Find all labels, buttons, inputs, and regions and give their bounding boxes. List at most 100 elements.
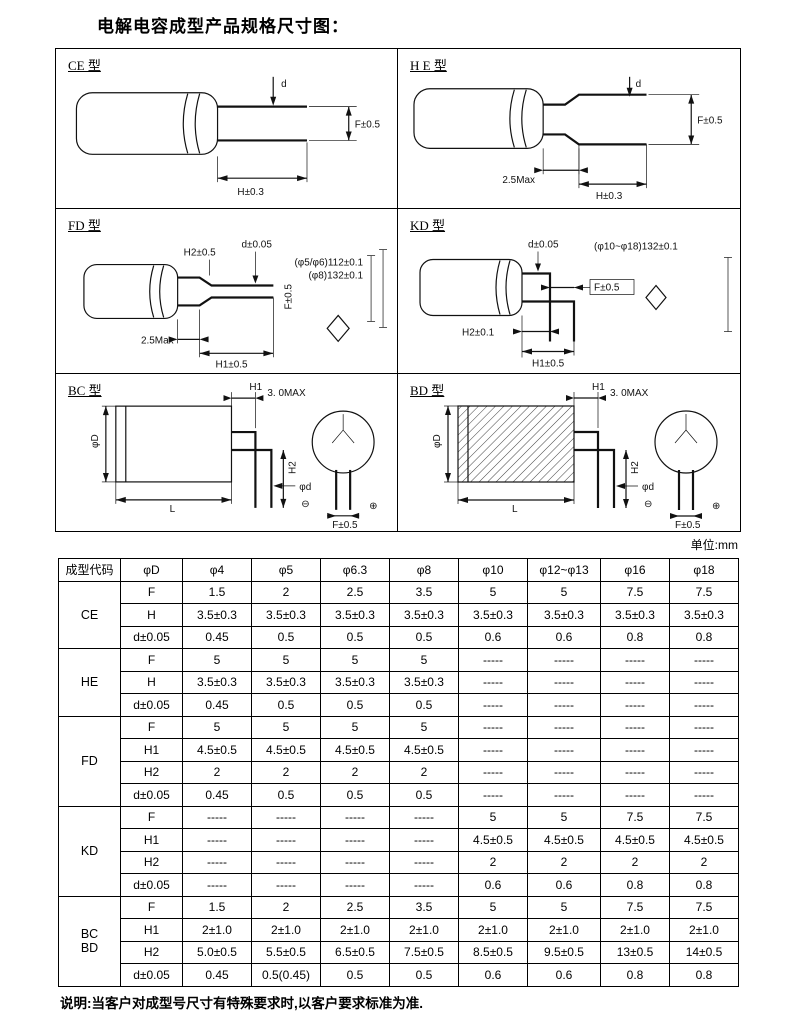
value-cell: 2: [251, 760, 321, 784]
value-cell: -----: [389, 805, 459, 829]
group-code-cell: BC BD: [58, 895, 121, 987]
value-cell: 3.5±0.3: [389, 603, 459, 627]
value-cell: -----: [320, 828, 390, 852]
value-cell: 4.5±0.5: [251, 738, 321, 762]
dim-label-f: F±0.5: [332, 520, 358, 531]
value-cell: -----: [527, 670, 601, 694]
polarity-plus-icon: ⊕: [712, 501, 720, 512]
value-cell: 3.5±0.3: [527, 603, 601, 627]
group-code-cell: KD: [58, 805, 121, 897]
value-cell: 5: [251, 648, 321, 672]
front-view-leads: [335, 469, 352, 510]
value-cell: -----: [320, 805, 390, 829]
dim-label-f: F±0.5: [355, 120, 381, 131]
value-cell: -----: [251, 828, 321, 852]
value-cell: 13±0.5: [600, 940, 670, 964]
param-cell: H1: [120, 738, 183, 762]
dim-label-h2: H2: [287, 461, 298, 474]
value-cell: 5: [458, 580, 528, 604]
diagram-grid: d F±0.5 H±0.3 CE 型: [55, 48, 741, 532]
dim-label-f: F±0.5: [697, 116, 723, 127]
header-cell: φ18: [669, 558, 739, 582]
polarity-plus-icon: ⊕: [369, 501, 377, 512]
value-cell: 0.5: [320, 783, 390, 807]
value-cell: 4.5±0.5: [458, 828, 528, 852]
dim-label-h2: H2±0.1: [462, 328, 495, 339]
param-cell: F: [120, 805, 183, 829]
param-cell: F: [120, 895, 183, 919]
param-cell: H1: [120, 918, 183, 942]
dim-label-f: F±0.5: [675, 520, 701, 531]
value-cell: -----: [458, 738, 528, 762]
value-cell: 4.5±0.5: [527, 828, 601, 852]
he-diagram: 2.5Max d F±0.5 H±0.3: [413, 76, 723, 202]
dim-label-phiD: φD: [90, 434, 101, 448]
footer-note: 说明:当客户对成型号尺寸有特殊要求时,以客户要求标准为准.: [60, 996, 423, 1011]
panel-label-fd: FD 型: [68, 218, 101, 233]
panel-label-ce: CE 型: [68, 58, 101, 73]
value-cell: 0.8: [600, 625, 670, 649]
value-cell: 0.5: [389, 693, 459, 717]
kd-diagram: d±0.05 (φ10~φ18)132±0.1 F±0.5 H2±0.1 H1±…: [419, 240, 732, 370]
value-cell: 5: [320, 648, 390, 672]
group-code-cell: HE: [58, 648, 121, 717]
value-cell: 2±1.0: [389, 918, 459, 942]
dimension-lines: [513, 251, 732, 358]
value-cell: -----: [600, 760, 670, 784]
value-cell: 0.5: [251, 693, 321, 717]
value-cell: -----: [251, 850, 321, 874]
param-cell: H: [120, 603, 183, 627]
value-cell: -----: [600, 783, 670, 807]
value-cell: 4.5±0.5: [389, 738, 459, 762]
header-cell: φD: [120, 558, 183, 582]
dim-label-d: d: [636, 79, 642, 90]
dim-label-L: L: [170, 504, 176, 515]
value-cell: 7.5: [600, 895, 670, 919]
dimension-lines: [217, 76, 357, 183]
value-cell: -----: [389, 828, 459, 852]
value-cell: 0.5(0.45): [251, 963, 321, 987]
value-cell: 5: [458, 805, 528, 829]
value-cell: 0.45: [182, 625, 252, 649]
value-cell: 0.5: [320, 625, 390, 649]
param-cell: d±0.05: [120, 783, 183, 807]
value-cell: -----: [458, 693, 528, 717]
value-cell: 5: [458, 895, 528, 919]
header-cell: 成型代码: [58, 558, 121, 582]
value-cell: -----: [320, 873, 390, 897]
header-cell: φ4: [182, 558, 252, 582]
value-cell: 2.5: [320, 580, 390, 604]
value-cell: 5: [182, 648, 252, 672]
value-cell: 0.6: [458, 873, 528, 897]
value-cell: -----: [458, 648, 528, 672]
value-cell: 0.5: [320, 963, 390, 987]
value-cell: -----: [527, 693, 601, 717]
value-cell: 3.5±0.3: [669, 603, 739, 627]
value-cell: 0.8: [669, 873, 739, 897]
dim-label-L: L: [512, 504, 518, 515]
value-cell: 5: [182, 715, 252, 739]
param-cell: F: [120, 580, 183, 604]
dim-label-phiD: φD: [432, 434, 443, 448]
panel-kd: d±0.05 (φ10~φ18)132±0.1 F±0.5 H2±0.1 H1±…: [398, 209, 740, 374]
value-cell: 0.5: [251, 625, 321, 649]
value-cell: 4.5±0.5: [669, 828, 739, 852]
value-cell: 5: [251, 715, 321, 739]
dim-label-h1: H1±0.5: [216, 359, 249, 370]
param-cell: d±0.05: [120, 693, 183, 717]
capacitor-body-side: [457, 405, 575, 483]
value-cell: 0.5: [320, 693, 390, 717]
param-cell: d±0.05: [120, 963, 183, 987]
value-cell: 2: [527, 850, 601, 874]
param-cell: d±0.05: [120, 873, 183, 897]
value-cell: -----: [389, 873, 459, 897]
lead-cross-section: [645, 284, 667, 311]
value-cell: 5: [389, 648, 459, 672]
value-cell: -----: [527, 715, 601, 739]
